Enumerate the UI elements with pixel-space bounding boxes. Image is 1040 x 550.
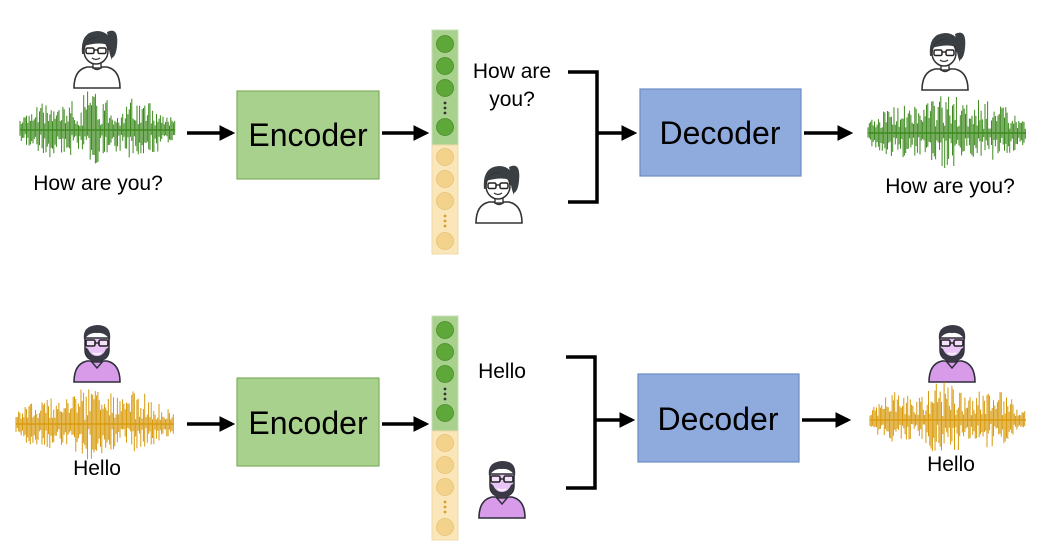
encoder-label: Encoder — [248, 405, 368, 441]
bracket-icon — [568, 70, 634, 204]
content-label: Hello — [478, 360, 526, 383]
bracket-icon — [566, 355, 632, 490]
content-label: How are you? — [473, 60, 551, 111]
decoder-box: Decoder — [639, 88, 802, 177]
waveform-icon — [869, 382, 1026, 452]
female-speaker-icon — [73, 30, 121, 89]
waveform-icon — [19, 91, 176, 164]
input-caption: How are you? — [33, 172, 163, 195]
encoder-label: Encoder — [248, 117, 368, 153]
input-caption: Hello — [73, 457, 121, 480]
embedding-column — [431, 29, 459, 255]
embedding-column — [431, 315, 459, 541]
decoder-label: Decoder — [660, 115, 781, 151]
encoder-box: Encoder — [236, 90, 380, 180]
male-speaker-icon — [73, 325, 121, 383]
waveform-icon — [15, 389, 174, 460]
male-speaker-icon — [478, 461, 526, 519]
male-speaker-icon — [928, 325, 976, 383]
waveform-icon — [867, 96, 1026, 168]
female-speaker-icon — [475, 165, 523, 224]
output-caption: How are you? — [885, 175, 1015, 198]
svg-text:you?: you? — [489, 88, 535, 111]
row-top: How are you? Encoder How are you? Decode… — [19, 29, 1026, 255]
row-bottom: Hello Encoder Hello Decoder Hello — [15, 315, 1026, 541]
female-speaker-icon — [921, 32, 969, 91]
output-caption: Hello — [927, 453, 975, 476]
svg-text:How are: How are — [473, 60, 551, 83]
encoder-box: Encoder — [236, 377, 380, 467]
decoder-box: Decoder — [637, 373, 800, 463]
decoder-label: Decoder — [658, 401, 779, 437]
